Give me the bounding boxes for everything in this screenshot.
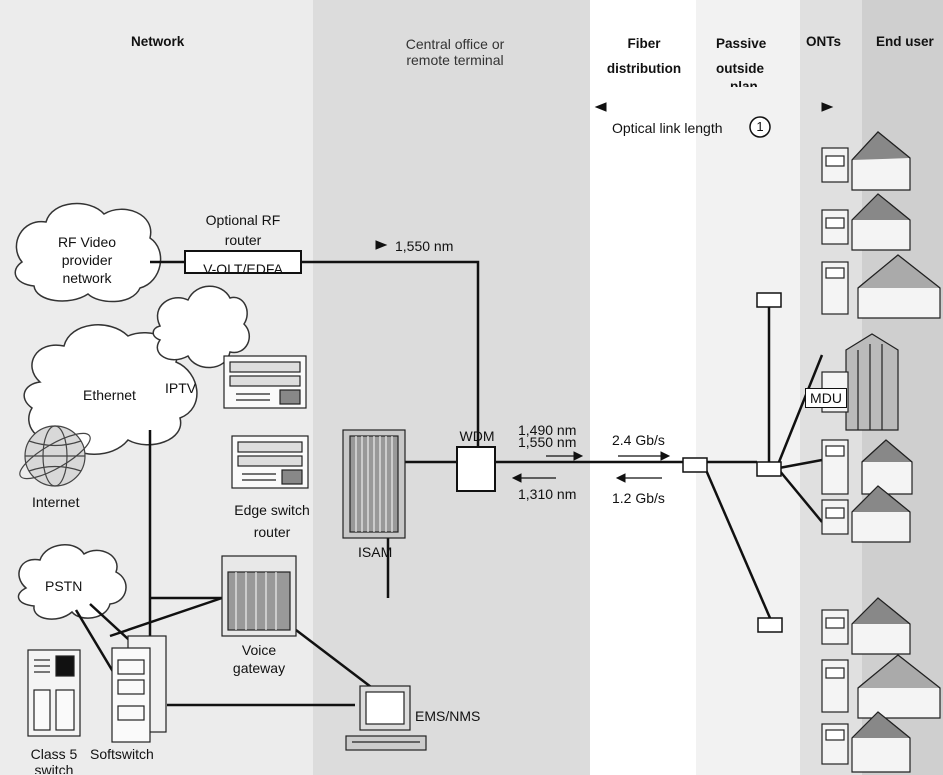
pstn-cloud <box>17 544 127 620</box>
edge-switch-router-label: Edge switch router <box>234 502 310 540</box>
rf-video-cloud <box>14 202 162 303</box>
optical-link-length-label: Optical link length <box>612 120 723 136</box>
rf-router-box: V-OLT/EDFA <box>184 250 302 274</box>
rf-video-cloud-label: RF Video provider network <box>57 234 117 286</box>
wavelength-1490: 1,490 nm <box>518 422 577 438</box>
splitter-main <box>682 457 708 473</box>
passive-zone <box>696 0 800 775</box>
isam-shelf-icon <box>342 429 406 539</box>
zone-passive-label: Passive outside plan <box>716 36 767 87</box>
ems-nms-label: EMS/NMS <box>415 708 481 724</box>
pstn-cloud-label: PSTN <box>45 578 83 594</box>
ont-house-3 <box>821 254 941 319</box>
zone-end-user-label: End user <box>876 34 934 49</box>
isam-label: ISAM <box>358 544 393 560</box>
internet-label: Internet <box>32 494 80 510</box>
fiber-zone <box>590 0 696 775</box>
splitter-mid <box>756 461 782 477</box>
optical-link-marker-circle <box>749 116 771 138</box>
ont-house-5 <box>821 485 911 543</box>
ems-nms-computer-icon <box>345 685 427 751</box>
splitter-bottom <box>757 617 783 633</box>
wdm-label: WDM <box>459 428 495 444</box>
wdm-box <box>456 446 496 492</box>
upstream-rate: 1.2 Gb/s <box>612 490 665 506</box>
ethernet-cloud-label: Ethernet <box>83 387 136 403</box>
ont-house-1 <box>821 131 911 191</box>
class5-switch-icon <box>27 649 81 737</box>
mdu-box: MDU <box>805 388 847 408</box>
zone-fiber-label: Fiber distribution <box>606 36 682 76</box>
zone-network-label: Network <box>131 34 185 49</box>
ont-house-8 <box>821 711 911 773</box>
ethernet-cloud <box>23 324 198 455</box>
softswitch-label: Softswitch <box>90 746 154 762</box>
mdu-label: MDU <box>810 390 842 406</box>
ont-house-4 <box>821 439 913 495</box>
voice-gateway-label: Voice gateway <box>232 642 286 676</box>
mdu-building <box>821 333 899 431</box>
central-office-zone <box>313 0 590 775</box>
internet-globe-icon <box>19 425 91 487</box>
zone-onts-label: ONTs <box>806 34 842 49</box>
ont-house-6 <box>821 597 911 655</box>
splitter-top <box>756 292 782 308</box>
iptv-cloud-label: IPTV <box>165 380 197 396</box>
iptv-cloud <box>152 285 250 369</box>
optical-link-marker: 1 <box>756 119 764 134</box>
wavelength-1550-top: 1,550 nm <box>395 238 454 254</box>
iptv-server-icon <box>223 355 307 409</box>
class5-switch-label: Class 5 switch <box>30 746 78 774</box>
wavelength-1310: 1,310 nm <box>518 486 577 502</box>
rf-router-box-label: V-OLT/EDFA <box>203 261 283 274</box>
softswitch-server-icon <box>111 635 167 743</box>
voice-gateway-icon <box>221 555 297 637</box>
downstream-rate: 2.4 Gb/s <box>612 432 665 448</box>
zone-central-office-label: Central office or remote terminal <box>405 36 505 68</box>
rf-router-label: Optional RF router <box>205 212 281 248</box>
wavelength-1550: 1,550 nm <box>518 434 577 450</box>
ont-house-7 <box>821 654 941 719</box>
ont-house-2 <box>821 193 911 251</box>
edge-switch-router-icon <box>231 435 309 489</box>
